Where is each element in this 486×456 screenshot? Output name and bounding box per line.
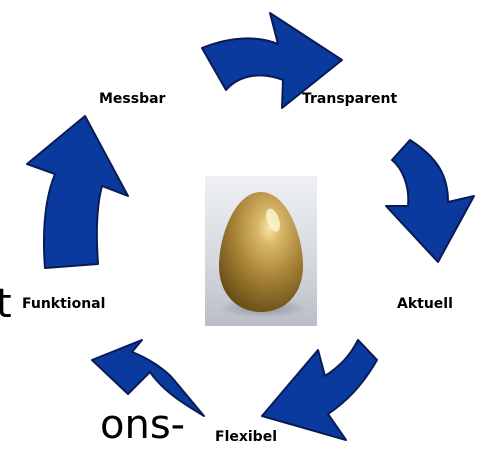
arrow-right-icon bbox=[386, 140, 474, 262]
label-aktuell: Aktuell bbox=[397, 296, 453, 312]
arrow-bottom-right-icon bbox=[262, 340, 377, 440]
label-transparent: Transparent bbox=[302, 91, 397, 107]
label-funktional: Funktional bbox=[22, 296, 105, 312]
golden-egg-image bbox=[205, 176, 317, 326]
arrow-bottom-left-icon bbox=[92, 340, 204, 416]
arrow-left-icon bbox=[27, 116, 128, 268]
label-flexibel: Flexibel bbox=[215, 429, 277, 445]
label-messbar: Messbar bbox=[99, 91, 165, 107]
